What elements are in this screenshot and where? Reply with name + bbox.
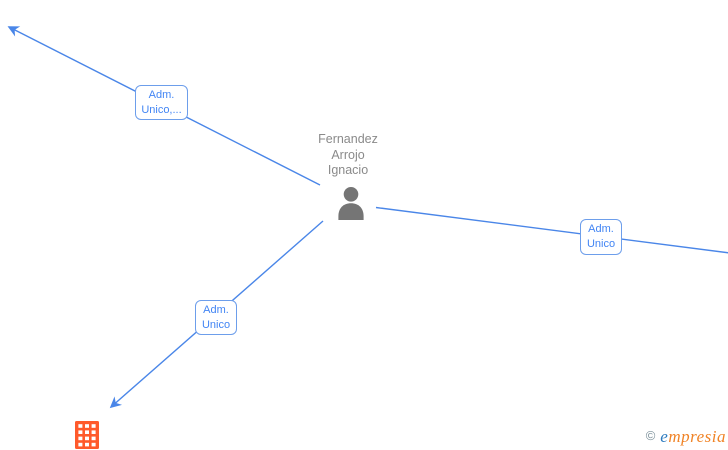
edge-label-line: Unico <box>201 318 231 331</box>
person-name-line: Arrojo <box>331 147 365 162</box>
person-node[interactable] <box>336 186 366 220</box>
person-node-name: Fernandez Arrojo Ignacio <box>288 132 408 179</box>
edge-line-right <box>375 206 728 254</box>
brand-logo-text: mpresia <box>668 427 726 446</box>
edge-label-line: Adm. <box>148 88 175 101</box>
edge-label-line: Adm. <box>203 303 229 316</box>
edge-label-adm-unico-top-left[interactable]: Adm. Unico,... <box>135 85 188 120</box>
empresia-watermark: © empresia <box>646 427 726 447</box>
edge-label-line: Adm. <box>588 223 614 235</box>
person-name-line: Fernandez <box>318 132 378 146</box>
building-icon <box>75 421 99 449</box>
edge-label-adm-unico-bottom-left[interactable]: Adm. Unico <box>195 300 237 335</box>
edge-label-line: Unico,... <box>141 103 182 116</box>
edge-label-line: Unico <box>586 238 616 250</box>
brand-logo-initial: e <box>660 427 669 446</box>
copyright-symbol: © <box>645 428 656 443</box>
edge-label-adm-unico-right[interactable]: Adm. Unico <box>580 219 622 255</box>
person-icon <box>338 187 364 220</box>
person-name-line: Ignacio <box>327 163 369 177</box>
company-node[interactable] <box>75 421 99 449</box>
